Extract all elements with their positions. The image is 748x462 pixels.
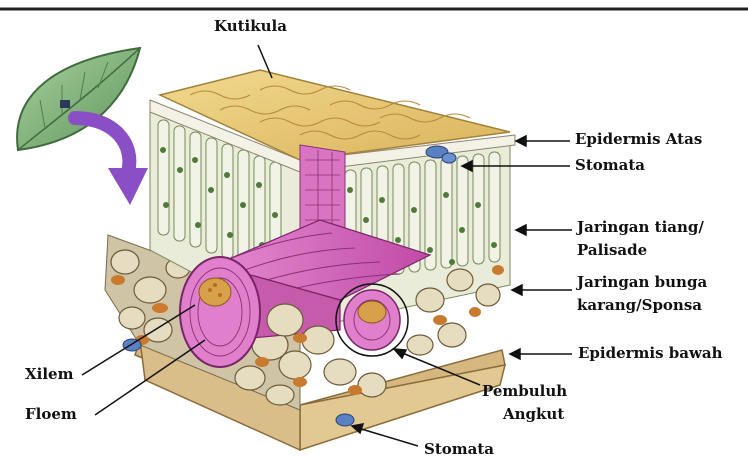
label-floem: Floem — [25, 405, 77, 424]
label-stomata-bottom: Stomata — [424, 440, 494, 459]
label-pembuluh-line2: Angkut — [503, 405, 564, 424]
label-epidermis-atas: Epidermis Atas — [575, 130, 702, 149]
vascular-bundle-small — [336, 284, 408, 356]
label-pembuluh-line1: Pembuluh — [482, 382, 567, 401]
stomata-bottom-icon — [336, 414, 354, 426]
label-stomata-top: Stomata — [575, 156, 645, 175]
label-jaringan-tiang-line1: Jaringan tiang/ — [577, 218, 704, 237]
label-jaringan-bunga-line2: karang/Sponsa — [577, 296, 702, 315]
purple-arrow-icon — [75, 118, 148, 205]
label-jaringan-tiang-line2: Palisade — [577, 241, 647, 260]
label-kutikula: Kutikula — [214, 17, 287, 36]
label-epidermis-bawah: Epidermis bawah — [578, 344, 723, 363]
label-xilem: Xilem — [25, 365, 73, 384]
label-jaringan-bunga-line1: Jaringan bunga — [577, 273, 707, 292]
